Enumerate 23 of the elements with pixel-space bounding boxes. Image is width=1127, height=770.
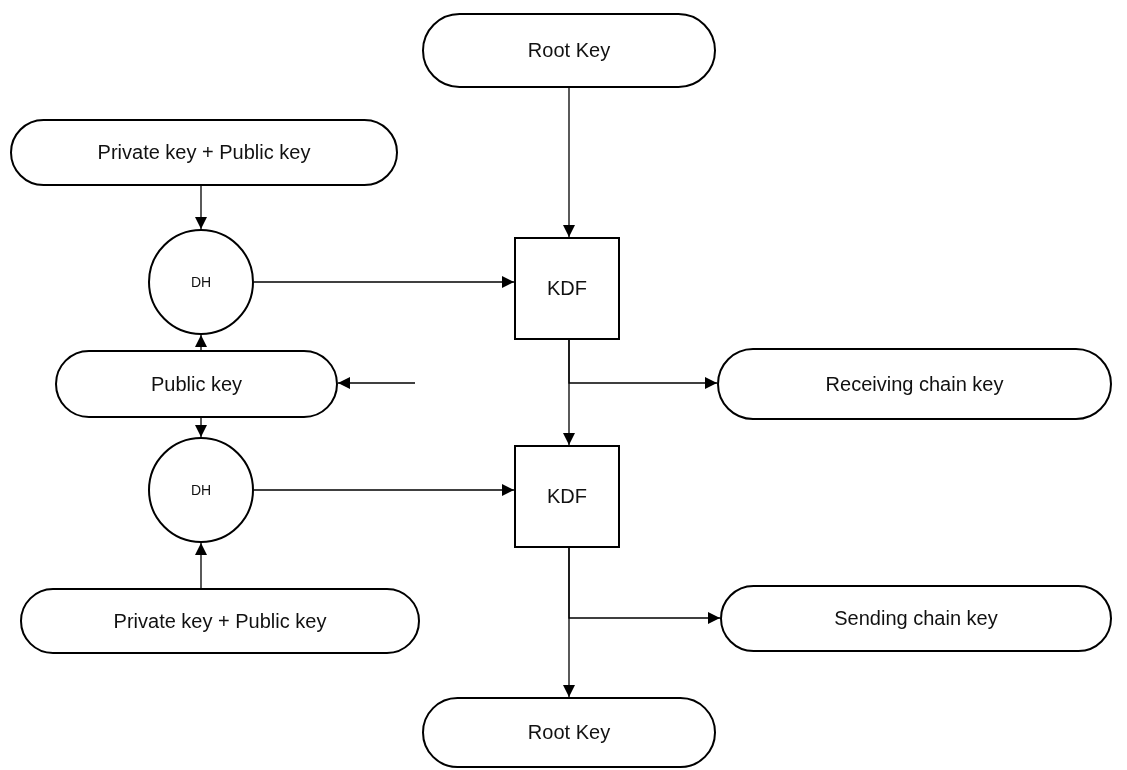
arrow	[195, 542, 207, 589]
arrow	[563, 547, 575, 698]
arrow	[195, 334, 207, 351]
node-label: Public key	[150, 372, 243, 396]
node-label: Root Key	[527, 721, 611, 744]
arrow	[253, 484, 515, 496]
arrow	[195, 417, 207, 438]
node-label: DH	[190, 482, 212, 498]
arrow	[337, 377, 416, 389]
node-label: DH	[190, 274, 212, 290]
arrow	[563, 87, 575, 238]
process-box	[514, 445, 620, 548]
node-label: KDF	[547, 277, 587, 300]
arrow	[195, 185, 207, 230]
process-box	[514, 237, 620, 340]
node-label: Root Key	[527, 39, 611, 62]
node-label: Private key + Public key	[97, 141, 311, 164]
node-label: KDF	[547, 485, 587, 508]
node-label: Private key + Public key	[113, 609, 327, 633]
node-label: Sending chain key	[834, 607, 998, 630]
arrow	[563, 339, 575, 446]
arrow	[253, 276, 515, 288]
node-label: Receiving chain key	[825, 372, 1004, 396]
